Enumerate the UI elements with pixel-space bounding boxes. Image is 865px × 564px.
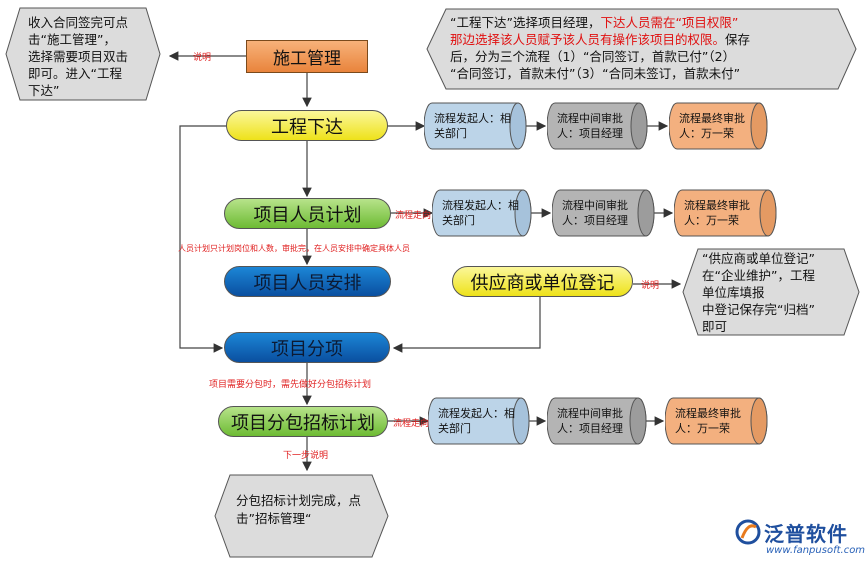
callout-line: 选择需要项目双击 (28, 49, 129, 64)
flow-text: 流程最终审批人：万一荣 (684, 199, 750, 227)
flow-final-approver: 流程最终审批人：万一荣 (665, 397, 769, 445)
flow-mid-approver: 流程中间审批人：项目经理 (547, 397, 648, 445)
subcontract-note: 项目需要分包时，需先做好分包招标计划 (209, 380, 372, 390)
callout-bottom: 分包招标计划完成，点 击”招标管理“ (212, 472, 392, 560)
logo-name: 泛普软件 (764, 522, 848, 546)
construction-mgmt-box: 施工管理 (246, 40, 368, 73)
callout-text-highlight: 那边选择该人员赋予该人员有操作该项目的权限。 (450, 32, 726, 47)
brand-logo: 泛普软件 www.fanpusoft.com (734, 516, 865, 560)
callout-top-left: 收入合同签完可点 击“施工管理”， 选择需要项目双击 即可。进入“工程 下达” (0, 4, 168, 104)
supplier-register-node: 供应商或单位登记 (452, 266, 633, 297)
callout-shape (214, 474, 389, 558)
cylinder-shape (669, 102, 768, 150)
callout-shape (426, 8, 857, 90)
callout-text: 后，分为三个流程（1）“合同签订，首款已付”（2） (450, 49, 736, 64)
cylinder-shape (674, 189, 777, 237)
callout-line: 在“企业维护”，工程 (702, 268, 815, 283)
logo-url: www.fanpusoft.com (766, 545, 865, 556)
flow-initiator: 流程发起人：相关部门 (428, 397, 531, 445)
callout-line: 即可。进入“工程 (28, 66, 122, 81)
callout-line: 单位库填报 (702, 285, 765, 300)
callout-line: 中登记保存完“归档” (702, 302, 815, 317)
project-breakdown-node: 项目分项 (224, 332, 390, 363)
callout-line: 收入合同签完可点 (28, 15, 129, 30)
flow-text: 流程发起人：相关部门 (434, 112, 511, 140)
flow-text: 流程发起人：相关部门 (442, 199, 519, 227)
callout-supplier: “供应商或单位登记” 在“企业维护”，工程 单位库填报 中登记保存完“归档” 即… (680, 246, 862, 338)
callout-text: 保存 (725, 32, 751, 47)
callout-text-highlight: 下达人员需在“项目权限” (600, 15, 739, 30)
note-label: 说明 (193, 53, 212, 63)
callout-shape (682, 248, 860, 336)
flow-direction-label: 流程走向 (393, 419, 430, 429)
flow-text: 流程中间审批人：项目经理 (562, 199, 628, 227)
flow-final-approver: 流程最终审批人：万一荣 (669, 102, 769, 150)
logo-mark-icon (735, 519, 761, 545)
subcontract-plan-node: 项目分包招标计划 (218, 406, 388, 437)
flow-text: 流程中间审批人：项目经理 (557, 407, 623, 435)
callout-line: 击“施工管理”， (28, 32, 116, 47)
cylinder-shape (547, 397, 647, 445)
personnel-plan-node: 项目人员计划 (224, 198, 391, 229)
callout-text: “工程下达”选择项目经理， (450, 15, 601, 30)
flow-initiator: 流程发起人：相关部门 (432, 189, 533, 237)
callout-top-right: “工程下达”选择项目经理，下达人员需在“项目权限” 那边选择该人员赋予该人员有操… (424, 6, 860, 92)
cylinder-shape (424, 102, 527, 150)
callout-line: 下达” (28, 83, 60, 98)
flow-text: 流程最终审批人：万一荣 (675, 407, 741, 435)
personnel-plan-note: 人员计划只计划岗位和人数，审批完，在人员安排中确定具体人员 (178, 244, 410, 253)
flow-initiator: 流程发起人：相关部门 (424, 102, 528, 150)
flow-final-approver: 流程最终审批人：万一荣 (674, 189, 778, 237)
flow-mid-approver: 流程中间审批人：项目经理 (547, 102, 649, 150)
flow-text: 流程最终审批人：万一荣 (679, 112, 745, 140)
callout-line: 击”招标管理“ (236, 511, 312, 526)
flow-mid-approver: 流程中间审批人：项目经理 (552, 189, 656, 237)
cylinder-shape (428, 397, 530, 445)
flow-text: 流程发起人：相关部门 (438, 407, 515, 435)
callout-line: 分包招标计划完成，点 (236, 493, 362, 508)
cylinder-shape (547, 102, 648, 150)
cylinder-shape (432, 189, 532, 237)
cylinder-shape (552, 189, 655, 237)
callout-shape (5, 7, 161, 101)
flow-text: 流程中间审批人：项目经理 (557, 112, 623, 140)
callout-line: 即可 (702, 319, 728, 334)
cylinder-shape (665, 397, 768, 445)
callout-line: “供应商或单位登记” (702, 251, 815, 266)
note-label: 说明 (641, 281, 660, 291)
flow-direction-label: 流程走向 (395, 211, 432, 221)
next-step-label: 下一步说明 (283, 451, 329, 461)
personnel-arrange-node: 项目人员安排 (224, 266, 391, 297)
callout-text: “合同签订，首款未付”（3）“合同未签订，首款未付” (450, 66, 741, 81)
engineering-dispatch-node: 工程下达 (226, 110, 388, 141)
